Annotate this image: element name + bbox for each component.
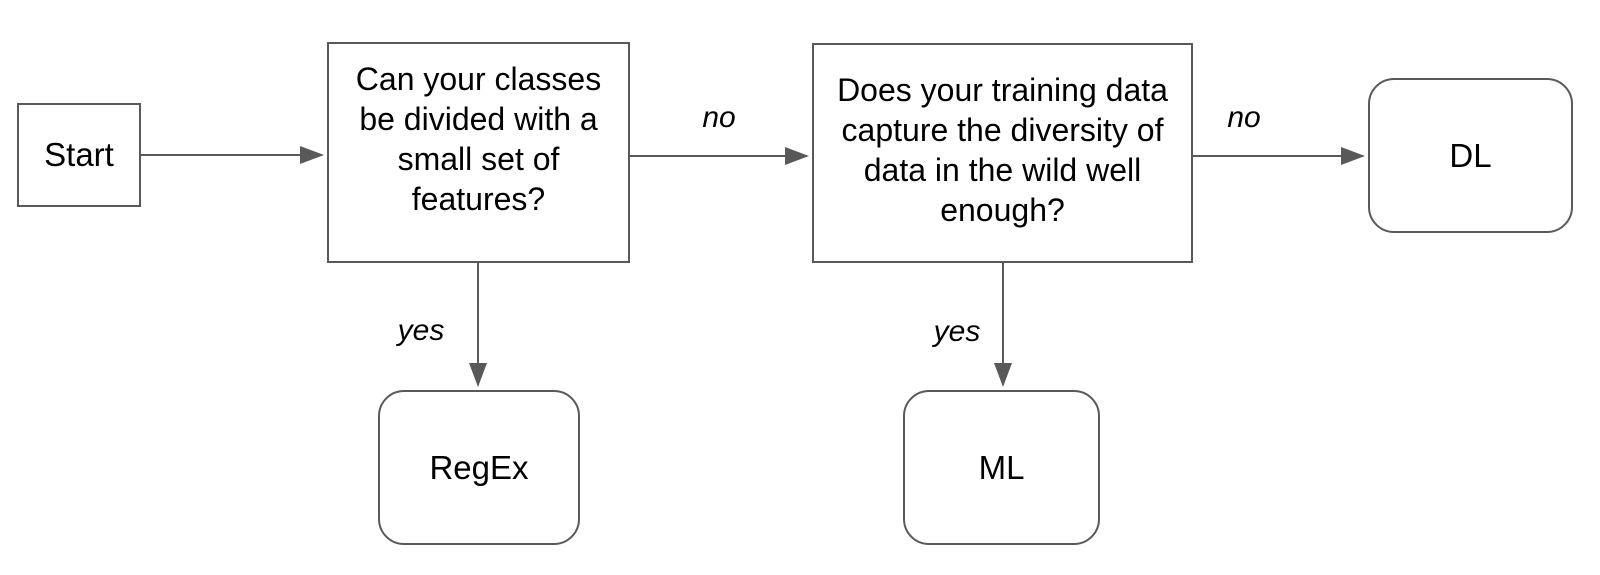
node-ml: ML bbox=[903, 390, 1100, 545]
node-dl: DL bbox=[1368, 78, 1573, 233]
node-ml-label: ML bbox=[978, 448, 1025, 486]
node-start-label: Start bbox=[44, 136, 114, 173]
node-question-diversity-label: Does your training data capture the dive… bbox=[837, 72, 1168, 228]
edge-label-yes-features-to-regex: yes bbox=[397, 314, 445, 347]
edge-label-no-features-to-diversity: no bbox=[702, 101, 736, 134]
node-dl-label: DL bbox=[1449, 136, 1492, 174]
edge-label-yes-diversity-to-ml: yes bbox=[933, 315, 981, 348]
node-question-diversity: Does your training data capture the dive… bbox=[812, 43, 1193, 263]
edge-label-no-diversity-to-dl: no bbox=[1227, 101, 1261, 134]
node-start: Start bbox=[17, 103, 141, 207]
node-regex: RegEx bbox=[378, 390, 580, 545]
node-question-features-label: Can your classes be divided with a small… bbox=[355, 60, 602, 217]
node-regex-label: RegEx bbox=[429, 448, 529, 486]
node-question-features: Can your classes be divided with a small… bbox=[327, 42, 630, 263]
